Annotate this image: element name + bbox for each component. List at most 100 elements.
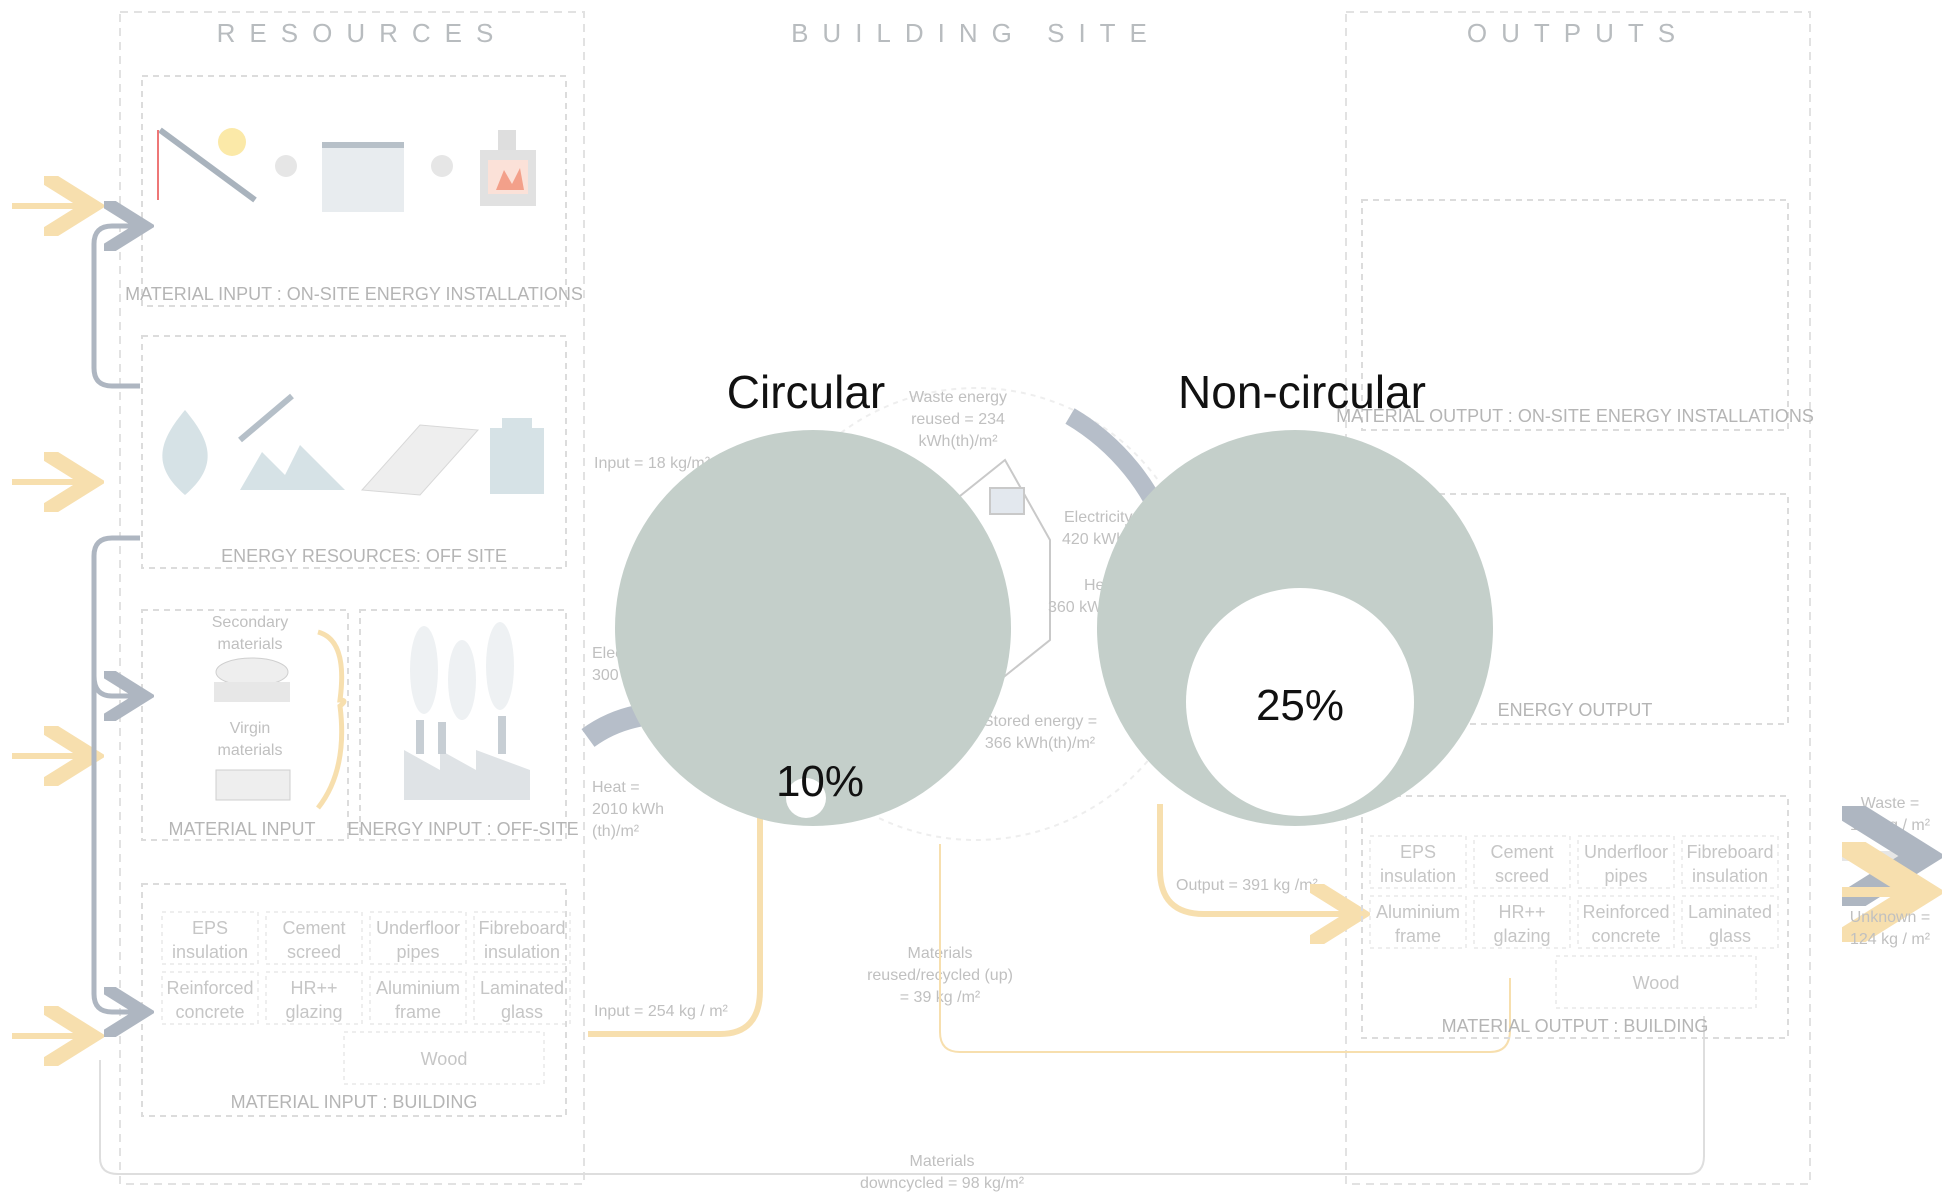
circular-group: Circular 10% (615, 366, 1011, 826)
material-cell-label: EPS (1400, 842, 1436, 862)
plus-icon (275, 155, 297, 177)
building-output-cells: EPSinsulationCementscreedUnderfloorpipes… (1369, 835, 1779, 1009)
material-cell-label: insulation (1380, 866, 1456, 886)
material-cell (161, 911, 259, 965)
non-circular-title: Non-circular (1178, 366, 1426, 418)
heat-right-line2: 360 kWh (1048, 599, 1111, 616)
material-cell-label: Reinforced (166, 978, 253, 998)
material-cell-label: screed (1495, 866, 1549, 886)
material-cell (1681, 835, 1779, 889)
incoming-arrows (12, 206, 80, 1036)
material-cell-label: Cement (282, 918, 345, 938)
material-cell-label: Underfloor (376, 918, 460, 938)
factory-icon (404, 622, 530, 800)
electricity-right-line1: Electricity (1064, 509, 1132, 526)
output-onsite-box (1361, 199, 1789, 431)
material-cell-label: Laminated (1688, 902, 1772, 922)
energy-offsite-box (141, 335, 567, 569)
material-cell (1555, 955, 1757, 1009)
material-cell-label: glazing (1493, 926, 1550, 946)
material-cell-label: insulation (172, 942, 248, 962)
material-cell-label: pipes (396, 942, 439, 962)
material-cell (1681, 895, 1779, 949)
heat-left-line2: 2010 kWh (592, 801, 664, 818)
building-site-heading: BUILDING SITE (791, 18, 1161, 48)
circular-title: Circular (727, 366, 885, 418)
materials-downcycled-line1: Materials (910, 1153, 975, 1170)
material-cell-label: Underfloor (1584, 842, 1668, 862)
material-cell-label: concrete (175, 1002, 244, 1022)
plus-icon (431, 155, 453, 177)
battery-icon (490, 418, 544, 494)
building-input-cells: EPS insulation Cement screed Underfloor pipes… (161, 911, 571, 1085)
waste-line1: Waste = (1861, 795, 1920, 812)
waste-energy-line2: reused = 234 (911, 411, 1005, 428)
material-cell-label: Reinforced (1582, 902, 1669, 922)
resources-heading: RESOURCES (217, 18, 508, 48)
circular-disc (615, 430, 1011, 826)
stored-energy-line1: Stored energy = (983, 713, 1097, 730)
non-circular-group: Non-circular 25% (1097, 366, 1493, 826)
onsite-energy-box (141, 75, 567, 307)
material-cell (473, 971, 571, 1025)
material-input-box (141, 609, 349, 841)
electricity-right-line2: 420 kWh (1062, 531, 1125, 548)
solar-collector-icon (322, 142, 404, 212)
waste-energy-line1: Waste energy (909, 389, 1007, 406)
outputs-column (1345, 11, 1811, 1185)
energy-offsite-title: ENERGY RESOURCES: OFF SITE (221, 546, 507, 566)
heat-left-line3: (th)/m² (592, 823, 640, 840)
material-cell-label: screed (287, 942, 341, 962)
material-cell (1369, 835, 1467, 889)
energy-output-title: ENERGY OUTPUT (1498, 700, 1653, 720)
material-cell-label: insulation (484, 942, 560, 962)
output-label: Output = 391 kg /m² (1176, 877, 1319, 894)
material-cell (1473, 835, 1571, 889)
electricity-left-line2: 300 (592, 667, 619, 684)
material-cell (161, 971, 259, 1025)
flame-icon (162, 410, 208, 495)
material-cell (1577, 835, 1675, 889)
circular-percent: 10% (776, 757, 864, 806)
material-cell-label: Cement (1490, 842, 1553, 862)
material-cell-label: HR++ (1498, 902, 1545, 922)
waste-line2: 128 kg / m² (1850, 817, 1931, 834)
unknown-line1: Unknown = (1850, 909, 1931, 926)
material-cell (343, 1031, 545, 1085)
material-cell (473, 911, 571, 965)
non-circular-percent: 25% (1256, 681, 1344, 730)
timber-icon (360, 424, 480, 496)
energy-output-box (1361, 493, 1789, 725)
material-cell-label: Fibreboard (1686, 842, 1773, 862)
material-cell (369, 911, 467, 965)
secondary-materials-icon (214, 657, 290, 702)
material-cell (1369, 895, 1467, 949)
material-cell-label: EPS (192, 918, 228, 938)
material-cell-label: glass (501, 1002, 543, 1022)
building-input-box (141, 883, 567, 1117)
energy-input-box (359, 609, 567, 841)
material-cell-label: Aluminium (376, 978, 460, 998)
building-output-box (1361, 795, 1789, 1039)
virgin-materials-icon (215, 769, 291, 801)
circular-share-hole (786, 778, 826, 818)
material-cell-label: Wood (1633, 973, 1680, 993)
secondary-materials-line1: Secondary (212, 614, 289, 631)
virgin-materials-line1: Virgin (230, 720, 271, 737)
stove-icon (480, 130, 536, 206)
unknown-line2: 124 kg / m² (1850, 931, 1931, 948)
solar-panel-icon (157, 127, 257, 203)
flow-lines (99, 804, 1705, 1175)
non-circular-share-hole (1186, 588, 1414, 816)
material-input-title: MATERIAL INPUT (168, 819, 315, 839)
electricity-left-line1: Elec (592, 645, 623, 662)
input-building-label: Input = 254 kg / m² (594, 1003, 729, 1020)
material-cell-label: Wood (421, 1049, 468, 1069)
material-cell-label: insulation (1692, 866, 1768, 886)
energy-input-title: ENERGY INPUT : OFF-SITE (347, 819, 578, 839)
brace-icon (316, 629, 347, 810)
stored-energy-line2: 366 kWh(th)/m² (985, 735, 1096, 752)
material-cell-label: glass (1709, 926, 1751, 946)
material-cell (1577, 895, 1675, 949)
